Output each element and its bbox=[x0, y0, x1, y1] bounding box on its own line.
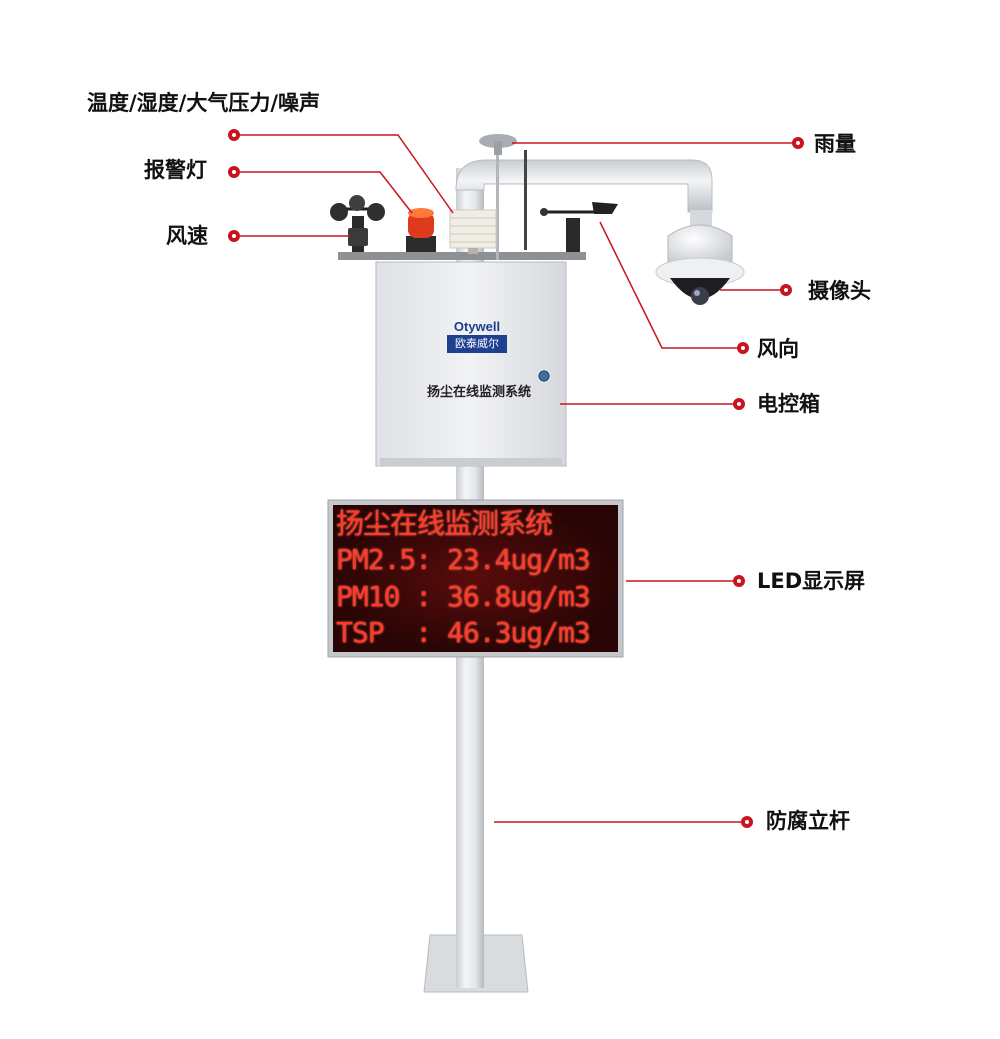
led-line-tsp: TSP : 46.3ug/m3 bbox=[336, 616, 591, 649]
led-line-pm25: PM2.5: 23.4ug/m3 bbox=[336, 543, 591, 576]
control-box-brand: Otywell bbox=[453, 319, 501, 334]
led-line-title: 扬尘在线监测系统 bbox=[336, 507, 553, 540]
label-control-box: 电控箱 bbox=[757, 392, 820, 416]
label-wind-speed: 风速 bbox=[166, 224, 208, 248]
label-led-display: LED显示屏 bbox=[757, 569, 866, 593]
antenna bbox=[524, 150, 527, 250]
anemometer bbox=[330, 195, 385, 252]
label-pole: 防腐立杆 bbox=[766, 809, 850, 833]
label-rainfall: 雨量 bbox=[814, 132, 856, 156]
label-camera: 摄像头 bbox=[808, 279, 871, 303]
wind-vane bbox=[540, 202, 618, 252]
alarm-light bbox=[406, 208, 436, 252]
led-line-pm10: PM10 : 36.8ug/m3 bbox=[336, 580, 591, 613]
pole-arm bbox=[455, 159, 713, 213]
box-lock bbox=[538, 370, 550, 382]
control-box-brand-cn: 欧泰威尔 bbox=[447, 335, 507, 353]
ptz-camera bbox=[655, 210, 745, 305]
callout-lines bbox=[234, 134, 798, 823]
control-box bbox=[375, 261, 567, 467]
temp-humidity-sensor bbox=[449, 209, 497, 254]
control-box-title: 扬尘在线监测系统 bbox=[426, 385, 531, 400]
sensor-crossbar bbox=[338, 252, 586, 260]
label-alarm-light: 报警灯 bbox=[144, 158, 207, 182]
label-temp-humidity: 温度/湿度/大气压力/噪声 bbox=[87, 91, 321, 115]
label-wind-direction: 风向 bbox=[757, 337, 799, 361]
